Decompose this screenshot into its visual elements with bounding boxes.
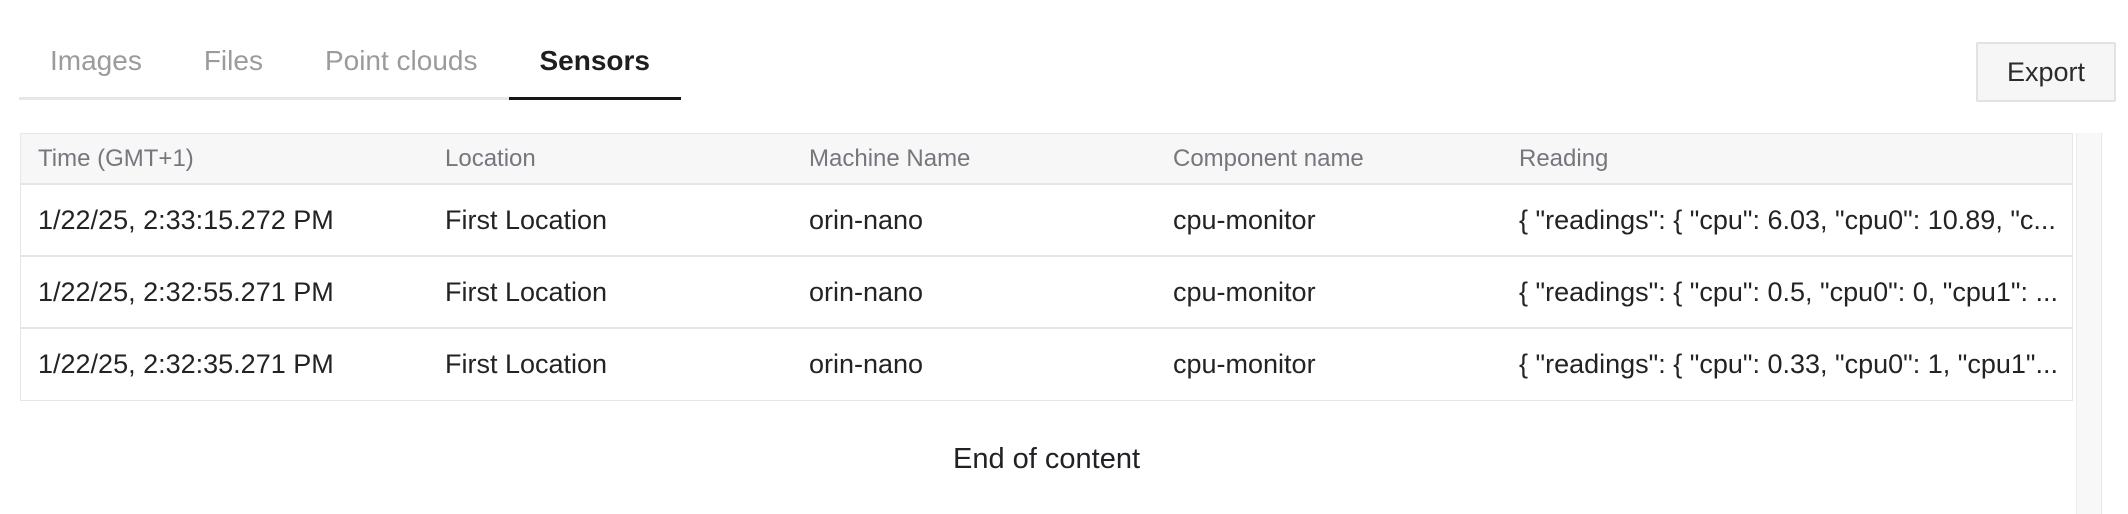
cell-reading: { "readings": { "cpu": 6.03, "cpu0": 10.… — [1502, 184, 2072, 256]
cell-machine-name: orin-nano — [792, 256, 1156, 328]
column-header-machine-name: Machine Name — [792, 134, 1156, 185]
tab-point-clouds[interactable]: Point clouds — [324, 45, 478, 76]
column-header-reading: Reading — [1502, 134, 2072, 185]
cell-location: First Location — [428, 328, 792, 400]
tab-bar: Images Files Point clouds Sensors — [19, 24, 681, 100]
tab-images[interactable]: Images — [50, 45, 142, 76]
column-header-component-name: Component name — [1156, 134, 1502, 185]
table-row[interactable]: 1/22/25, 2:33:15.272 PM First Location o… — [21, 184, 2072, 256]
tab-sensors[interactable]: Sensors — [508, 24, 682, 100]
scrollbar-track[interactable] — [2076, 133, 2102, 514]
cell-location: First Location — [428, 256, 792, 328]
cell-component-name: cpu-monitor — [1156, 256, 1502, 328]
column-header-location: Location — [428, 134, 792, 185]
sensor-readings-table: Time (GMT+1) Location Machine Name Compo… — [20, 133, 2073, 401]
cell-location: First Location — [428, 184, 792, 256]
cell-reading: { "readings": { "cpu": 0.33, "cpu0": 1, … — [1502, 328, 2072, 400]
column-header-time: Time (GMT+1) — [21, 134, 428, 185]
cell-reading: { "readings": { "cpu": 0.5, "cpu0": 0, "… — [1502, 256, 2072, 328]
end-of-content-label: End of content — [952, 443, 1141, 475]
table-row[interactable]: 1/22/25, 2:32:55.271 PM First Location o… — [21, 256, 2072, 328]
table-header: Time (GMT+1) Location Machine Name Compo… — [21, 134, 2072, 185]
cell-time: 1/22/25, 2:32:35.271 PM — [21, 328, 428, 400]
cell-component-name: cpu-monitor — [1156, 328, 1502, 400]
cell-machine-name: orin-nano — [792, 328, 1156, 400]
cell-machine-name: orin-nano — [792, 184, 1156, 256]
table-row[interactable]: 1/22/25, 2:32:35.271 PM First Location o… — [21, 328, 2072, 400]
cell-time: 1/22/25, 2:32:55.271 PM — [21, 256, 428, 328]
export-button[interactable]: Export — [1976, 42, 2116, 102]
cell-component-name: cpu-monitor — [1156, 184, 1502, 256]
tab-files[interactable]: Files — [203, 45, 263, 76]
cell-time: 1/22/25, 2:33:15.272 PM — [21, 184, 428, 256]
